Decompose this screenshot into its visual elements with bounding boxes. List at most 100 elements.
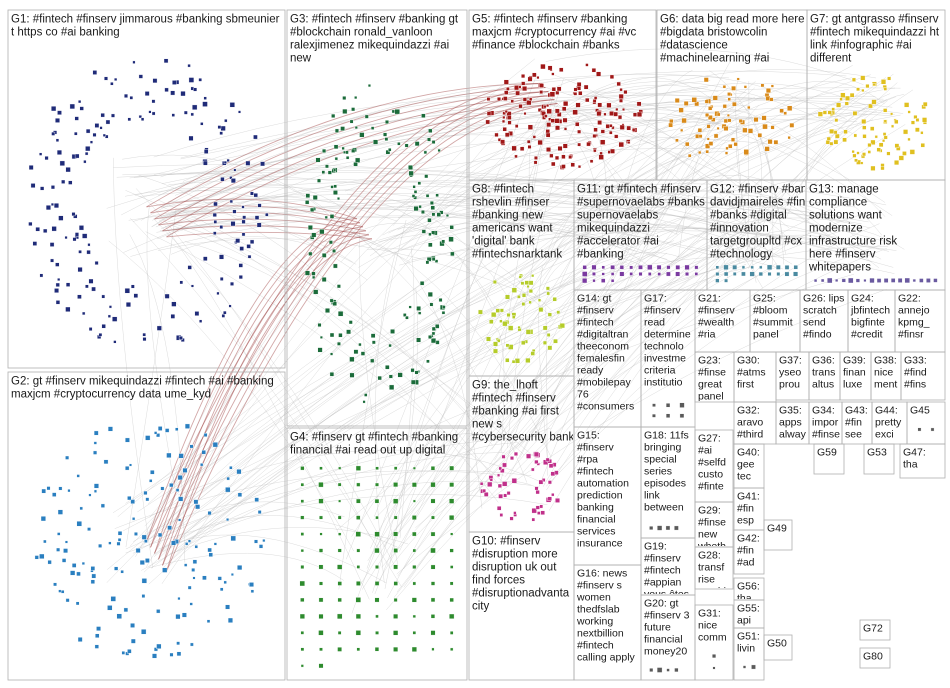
graph-node: [229, 102, 235, 108]
graph-node: [882, 132, 887, 136]
graph-node: [731, 85, 737, 91]
graph-node: [393, 515, 398, 520]
graph-node: [561, 106, 567, 112]
graph-node: [166, 452, 172, 459]
graph-node: [592, 279, 596, 283]
graph-node: [548, 463, 554, 469]
graph-node: [138, 114, 142, 119]
graph-node: [694, 272, 699, 276]
graph-node: [870, 139, 876, 145]
graph-node: [175, 488, 180, 492]
graph-node: [207, 547, 212, 553]
graph-node: [829, 128, 835, 134]
graph-node: [619, 271, 625, 277]
edge-line: [742, 234, 882, 260]
graph-node: [674, 525, 679, 531]
graph-node: [532, 135, 537, 139]
graph-node: [613, 111, 619, 117]
graph-node: [384, 137, 389, 141]
graph-node: [383, 132, 388, 137]
graph-node: [224, 118, 228, 123]
graph-node: [486, 111, 492, 116]
graph-node: [540, 510, 545, 516]
group-label-line: criteria: [644, 365, 676, 377]
graph-node: [202, 256, 208, 262]
group-label-line: G51:: [737, 631, 760, 643]
graph-node: [46, 486, 51, 491]
graph-node: [385, 365, 390, 370]
graph-node: [319, 335, 323, 339]
cluster-g5: [485, 63, 643, 170]
graph-node: [328, 240, 333, 245]
graph-node: [665, 525, 671, 531]
graph-node: [883, 135, 888, 140]
graph-node: [497, 483, 502, 488]
graph-node: [521, 293, 527, 298]
graph-node: [333, 190, 338, 195]
group-label-line: #finse: [698, 367, 726, 379]
graph-node: [553, 338, 558, 344]
edge-line: [382, 206, 862, 257]
group-label-line: 'digital' bank: [472, 236, 535, 248]
graph-node: [72, 237, 77, 242]
graph-node: [862, 134, 867, 139]
graph-node: [39, 152, 43, 156]
graph-node: [856, 87, 860, 92]
group-label-g1: G1: #fintech #finserv jimmarous #banking…: [11, 14, 280, 39]
graph-node: [77, 267, 83, 273]
edge-line: [538, 85, 880, 269]
graph-node: [57, 532, 61, 536]
graph-node: [346, 329, 351, 335]
group-label-line: #finserv: [577, 442, 615, 454]
graph-node: [135, 548, 141, 553]
edge-line: [561, 111, 886, 203]
graph-node: [127, 496, 132, 501]
graph-node: [499, 308, 504, 313]
graph-node: [172, 80, 177, 85]
edge-line: [374, 433, 499, 517]
graph-node: [698, 150, 702, 155]
graph-node: [319, 532, 323, 536]
graph-node: [125, 302, 131, 308]
group-label-line: custo: [698, 469, 723, 481]
graph-node: [787, 136, 791, 140]
graph-node: [153, 431, 158, 435]
group-label-line: #fintech: [577, 317, 614, 329]
group-label-line: new s: [472, 419, 502, 431]
graph-node: [890, 278, 896, 283]
graph-node: [825, 140, 831, 145]
graph-node: [92, 132, 97, 137]
graph-node: [170, 314, 176, 319]
graph-node: [504, 90, 509, 95]
graph-node: [610, 148, 615, 154]
graph-node: [182, 467, 188, 473]
group-label-line: #fintech #finserv: [472, 393, 556, 405]
edge-line: [650, 217, 871, 259]
graph-node: [370, 358, 375, 363]
group-label-line: #fintech: [577, 466, 614, 478]
graph-node: [393, 564, 399, 570]
graph-node: [311, 271, 316, 276]
graph-node: [430, 482, 436, 488]
graph-node: [431, 326, 436, 331]
graph-node: [58, 215, 64, 221]
graph-node: [760, 83, 765, 88]
graph-node: [758, 271, 763, 277]
graph-node: [609, 130, 613, 135]
group-label-g2: G2: gt #finserv mikequindazzi #fintech #…: [11, 376, 274, 401]
graph-node: [377, 375, 382, 381]
edge-line: [709, 70, 785, 265]
graph-node: [869, 277, 875, 284]
graph-node: [817, 111, 823, 117]
graph-node: [345, 155, 350, 160]
graph-node: [551, 493, 555, 497]
graph-node: [784, 265, 790, 270]
graph-node: [181, 612, 187, 618]
graph-node: [130, 638, 136, 644]
edge-line: [134, 105, 750, 196]
graph-node: [413, 190, 418, 194]
